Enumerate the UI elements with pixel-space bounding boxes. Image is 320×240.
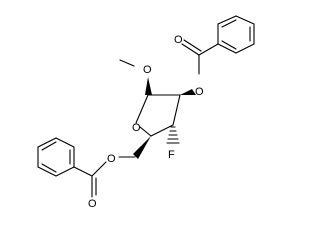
bond — [235, 15, 255, 25]
lower-benzene-ring — [37, 137, 75, 177]
methoxy-oxygen-label: O — [143, 64, 152, 76]
c5-ester-oxygen-label: O — [107, 153, 116, 165]
bond — [55, 137, 75, 148]
c2-carbonyl-oxygen-label: O — [174, 34, 183, 46]
c2-ester-oxygen-label: O — [195, 86, 204, 98]
bond — [37, 166, 57, 177]
furanose-ring — [135, 94, 181, 137]
bond — [37, 137, 57, 148]
wedge-bond — [180, 89, 196, 95]
wedge-bond — [145, 77, 152, 95]
hashed-bond — [166, 126, 180, 144]
bond — [119, 59, 135, 67]
bond — [235, 43, 255, 54]
wedge-bond — [133, 136, 151, 159]
bond — [150, 124, 174, 137]
bold-bond — [172, 94, 181, 126]
molecule-diagram: O O O O F O O — [37, 15, 255, 210]
bond — [181, 43, 200, 56]
ring-oxygen-label: O — [132, 122, 141, 134]
bond — [91, 161, 107, 177]
double-bond-line — [221, 19, 237, 28]
double-bond-line — [41, 163, 57, 173]
double-bond-line — [221, 40, 237, 50]
bond — [217, 15, 237, 25]
double-bond-line — [183, 39, 202, 52]
bond — [55, 166, 75, 177]
c5-carbonyl-oxygen-label: O — [88, 198, 97, 210]
bond — [217, 43, 237, 54]
bond — [135, 94, 149, 124]
bond — [139, 126, 152, 137]
bond — [73, 166, 93, 177]
fluorine-label: F — [168, 149, 175, 161]
bond — [198, 43, 219, 56]
double-bond-line — [41, 141, 57, 151]
structure-canvas: O O O O F O O — [37, 15, 255, 210]
upper-benzene-ring — [217, 15, 255, 54]
